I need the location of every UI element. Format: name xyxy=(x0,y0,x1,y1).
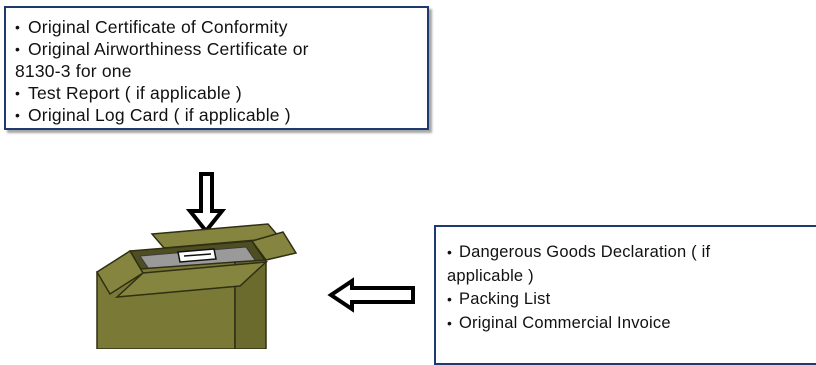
list-item: •Test Report ( if applicable ) xyxy=(15,83,242,103)
list-item: •Original Log Card ( if applicable ) xyxy=(15,105,291,125)
hollow-left-arrow-icon xyxy=(327,277,415,313)
hollow-down-arrow-icon xyxy=(185,172,227,235)
list-item: •Original Commercial Invoice xyxy=(447,313,671,332)
open-cardboard-box-icon xyxy=(95,223,298,349)
packing-diagram xyxy=(95,172,415,349)
list-item: •Packing List xyxy=(447,290,551,308)
documents-inside-list: •Original Certificate of Conformity •Ori… xyxy=(15,16,417,126)
list-item: •Original Certificate of Conformity xyxy=(15,17,288,37)
documents-inside-box: •Original Certificate of Conformity •Ori… xyxy=(4,6,429,130)
